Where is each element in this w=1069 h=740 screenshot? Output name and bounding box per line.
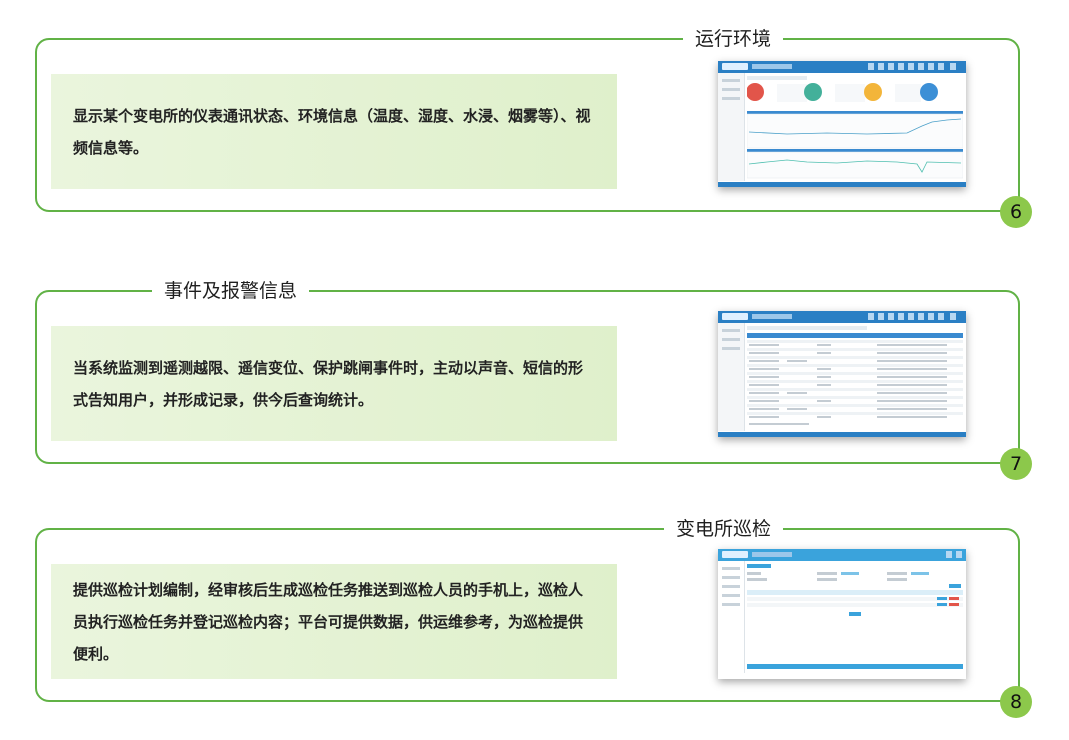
description-box: 显示某个变电所的仪表通讯状态、环境信息（温度、湿度、水浸、烟雾等）、视频信息等。 [51,74,617,189]
section-title: 事件及报警信息 [152,278,310,304]
event-table-graphic [747,326,963,425]
section-number-badge: 7 [1000,448,1032,480]
section-title: 运行环境 [682,26,783,52]
dashboard-graphic [746,76,964,179]
description-box: 当系统监测到遥测越限、遥信变位、保护跳闸事件时，主动以声音、短信的形式告知用户，… [51,326,617,441]
section-runtime-environment: 运行环境 显示某个变电所的仪表通讯状态、环境信息（温度、湿度、水浸、烟雾等）、视… [35,26,1032,228]
section-events-alarms: 事件及报警信息 当系统监测到遥测越限、遥信变位、保护跳闸事件时，主动以声音、短信… [35,278,1032,480]
section-title: 变电所巡检 [663,516,783,542]
section-number-badge: 6 [1000,196,1032,228]
environment-dashboard-screenshot [718,61,966,187]
description-box: 提供巡检计划编制，经审核后生成巡检任务推送到巡检人员的手机上，巡检人员执行巡检任… [51,564,617,679]
description-text: 提供巡检计划编制，经审核后生成巡检任务推送到巡检人员的手机上，巡检人员执行巡检任… [73,580,584,663]
inspection-screenshot [718,549,966,679]
section-number-badge: 8 [1000,686,1032,718]
alarm-event-screenshot [718,311,966,437]
description-text: 显示某个变电所的仪表通讯状态、环境信息（温度、湿度、水浸、烟雾等）、视频信息等。 [73,106,591,157]
inspection-graphic [718,564,966,669]
section-substation-inspection: 变电所巡检 提供巡检计划编制，经审核后生成巡检任务推送到巡检人员的手机上，巡检人… [35,516,1032,718]
description-text: 当系统监测到遥测越限、遥信变位、保护跳闸事件时，主动以声音、短信的形式告知用户，… [73,358,584,409]
